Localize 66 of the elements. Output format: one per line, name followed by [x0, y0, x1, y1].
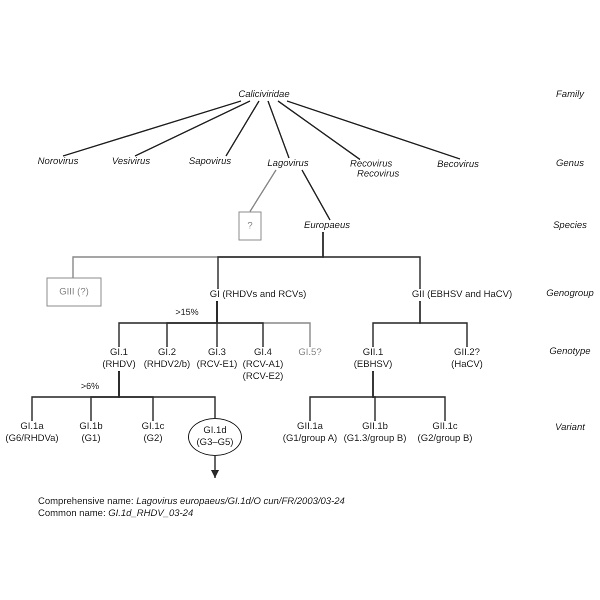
threshold-label: >15%: [175, 306, 199, 318]
threshold-label: >6%: [80, 380, 100, 392]
outlined-box: [46, 278, 102, 306]
connector-line: [249, 170, 277, 212]
node-label: GI (RHDVs and RCVs): [210, 289, 306, 301]
connector-line: [278, 100, 360, 160]
node-label: GI.5?: [298, 347, 322, 359]
node-label: Vesivirus: [112, 156, 150, 168]
node-label: GII (EBHSV and HaCV): [412, 289, 512, 301]
node-label: GII.2?: [454, 347, 480, 359]
outlined-box: [238, 212, 262, 240]
node-label: Caliciviridae: [238, 89, 290, 101]
node-label: Recovirus Recovirus: [350, 160, 402, 178]
node-label: GI.1: [110, 347, 128, 359]
node-label: GI.1a: [20, 421, 44, 433]
connector-line: [62, 100, 242, 157]
connector-line: [225, 100, 260, 156]
node-sublabel: (G1/group A): [282, 433, 338, 445]
node-sublabel: (HaCV): [451, 359, 483, 371]
highlight-ellipse: [188, 418, 242, 456]
note-text: Comprehensive name: Lagovirus europaeus/GI.1d/O cun/FR/2003/03-24: [38, 496, 345, 508]
arrow: [211, 456, 219, 478]
connector-line: [267, 100, 290, 158]
node-sublabel: (RCV-A1) (RCV-E2): [242, 359, 284, 383]
node-label: Becovirus: [437, 159, 479, 171]
connector-line: [372, 371, 446, 421]
node-label: GI.1d: [203, 425, 227, 437]
node-sublabel: (EBHSV): [354, 359, 392, 371]
node-sublabel: (G2): [144, 433, 162, 445]
node-label: Sapovirus: [188, 156, 232, 168]
node-label: GI.1b: [79, 421, 103, 433]
connector-line: [301, 170, 331, 220]
node-label: GII.1b: [362, 421, 388, 433]
node-sublabel: (G1): [82, 433, 100, 445]
rank-label: Genotype: [549, 346, 591, 358]
rank-label: Family: [556, 89, 584, 101]
node-label: GII.1: [362, 347, 384, 359]
connector-line: [134, 100, 250, 157]
connector-line: [286, 100, 460, 160]
node-sublabel: (G6/RHDVa): [5, 433, 59, 445]
node-sublabel: (RHDV): [102, 359, 136, 371]
node-label: Europaeus: [304, 220, 350, 232]
node-label: ?: [247, 220, 253, 232]
connector-line: [216, 301, 264, 347]
node-label: GI.3: [208, 347, 226, 359]
node-sublabel: (RCV-E1): [196, 359, 238, 371]
rank-label: Genogroup: [546, 288, 594, 300]
node-label: GI.2: [158, 347, 176, 359]
connector-line: [118, 371, 216, 418]
node-sublabel: (G2/group B): [418, 433, 472, 445]
node-label: GIII (?): [59, 286, 89, 298]
node-label: GI.1c: [142, 421, 164, 433]
node-label: GII.1c: [432, 421, 458, 433]
rank-label: Genus: [556, 158, 584, 170]
rank-label: Variant: [555, 422, 585, 434]
node-label: GI.4: [254, 347, 272, 359]
rank-label: Species: [553, 220, 587, 232]
node-sublabel: (G1.3/group B): [344, 433, 406, 445]
node-sublabel: (G3–G5): [196, 437, 234, 449]
node-label: Norovirus: [38, 156, 78, 168]
node-label: GII.1a: [297, 421, 323, 433]
connector-line: [322, 232, 421, 289]
connector-line: [419, 301, 468, 347]
node-label: Lagovirus: [267, 158, 309, 170]
node-sublabel: (RHDV2/b): [144, 359, 190, 371]
note-text: Common name: GI.1d_RHDV_03-24: [38, 508, 194, 520]
